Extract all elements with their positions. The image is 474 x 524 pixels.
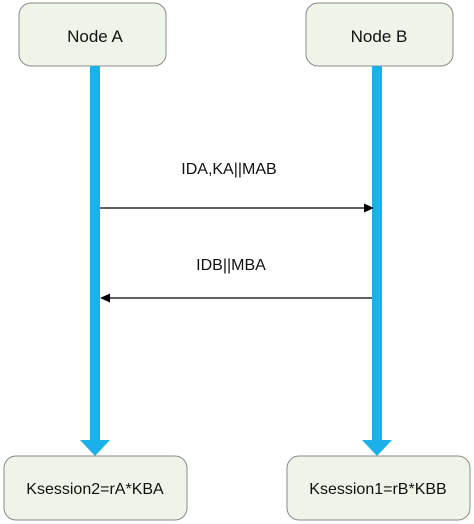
lifeline-b-arrowhead (362, 440, 392, 456)
result-a: Ksession2=rA*KBA (3, 455, 188, 521)
message-a-to-b: IDA,KA||MAB (100, 161, 374, 213)
node-b-label: Node B (351, 27, 408, 46)
result-a-label: Ksession2=rA*KBA (26, 481, 164, 498)
node-a-label: Node A (67, 27, 123, 46)
lifeline-b (362, 66, 392, 456)
message-a-to-b-label: IDA,KA||MAB (181, 161, 276, 178)
node-b: Node B (305, 2, 454, 67)
lifeline-a-arrowhead (80, 440, 110, 456)
node-a: Node A (18, 2, 167, 67)
lifeline-a (80, 66, 110, 456)
message-b-to-a: IDB||MBA (100, 257, 372, 303)
lifeline-b-shaft (372, 66, 382, 442)
message-b-to-a-label: IDB||MBA (196, 257, 266, 274)
message-b-to-a-arrowhead (100, 293, 110, 303)
lifeline-a-shaft (90, 66, 100, 442)
result-b-label: Ksession1=rB*KBB (309, 481, 446, 498)
result-b-box (286, 455, 471, 521)
message-a-to-b-arrowhead (364, 203, 374, 213)
result-a-box (3, 455, 188, 521)
result-b: Ksession1=rB*KBB (286, 455, 471, 521)
